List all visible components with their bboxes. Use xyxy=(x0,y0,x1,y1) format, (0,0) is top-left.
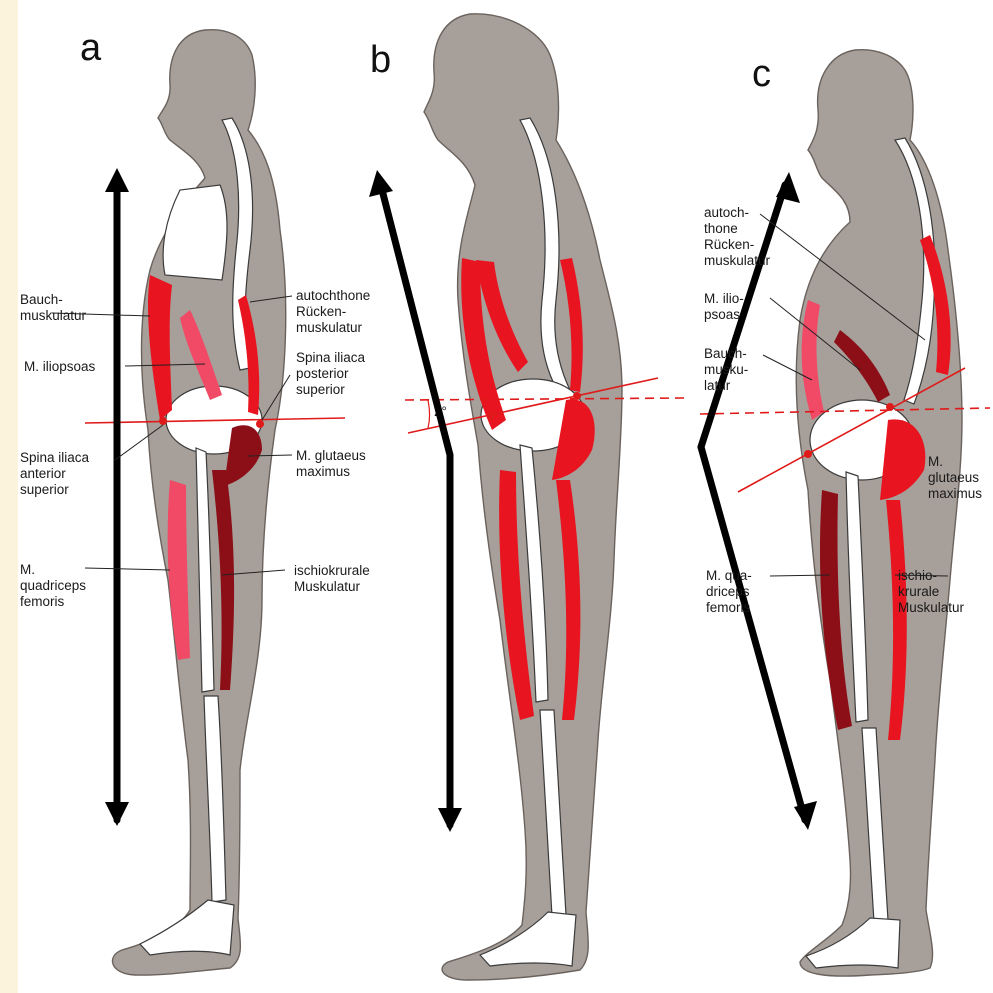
label-abdominal-a-line: muskulatur xyxy=(20,308,87,323)
asis-point-b xyxy=(487,412,495,420)
asis-point-a xyxy=(159,417,167,425)
label-hamstrings-c-line: krurale xyxy=(898,584,939,599)
label-glute-a-line: M. glutaeus xyxy=(296,448,366,463)
label-abdominal-c-line: Bauch- xyxy=(704,346,747,361)
psis-point-c xyxy=(886,403,894,411)
label-back-c-line: autoch- xyxy=(704,205,749,220)
label-hamstrings-a-line: Muskulatur xyxy=(294,579,361,594)
label-asis-a-line: anterior xyxy=(20,466,66,481)
label-quadriceps-a-line: quadriceps xyxy=(20,578,86,593)
label-back-a-line: autochthone xyxy=(296,288,370,303)
label-iliopsoas-c-line: M. ilio- xyxy=(704,291,744,306)
label-quadriceps-c-line: driceps xyxy=(706,584,750,599)
label-iliopsoas-a-line: M. iliopsoas xyxy=(24,359,96,374)
label-back-c-line: muskulatur xyxy=(704,253,771,268)
label-abdominal-a-line: Bauch- xyxy=(20,292,63,307)
panel-letter-b: b xyxy=(370,39,391,81)
label-back-a-line: muskulatur xyxy=(296,320,363,335)
panel-letter-c: c xyxy=(752,53,771,95)
asis-point-c xyxy=(804,450,812,458)
label-quadriceps-a-line: M. xyxy=(20,562,35,577)
label-back-a-line: Rücken- xyxy=(296,304,346,319)
label-iliopsoas-c: M. ilio-psoas xyxy=(704,291,744,322)
label-psis-a-line: superior xyxy=(296,382,345,397)
label-glute-c-line: glutaeus xyxy=(928,470,979,485)
psis-point-a xyxy=(256,420,264,428)
label-psis-a-line: Spina iliaca xyxy=(296,350,366,365)
label-hamstrings-a-line: ischiokrurale xyxy=(294,563,370,578)
label-iliopsoas-c-line: psoas xyxy=(704,307,740,322)
label-quadriceps-c-line: M. qua- xyxy=(706,568,752,583)
label-asis-a-line: superior xyxy=(20,482,69,497)
label-back-c-line: Rücken- xyxy=(704,237,754,252)
psis-point-b xyxy=(573,392,581,400)
label-hamstrings-c-line: Muskulatur xyxy=(898,600,965,615)
label-abdominal-c-line: latur xyxy=(704,378,731,393)
label-abdominal-c-line: musku- xyxy=(704,362,748,377)
label-back-c-line: thone xyxy=(704,221,738,236)
label-quadriceps-c-line: femoris xyxy=(706,600,751,615)
label-psis-a-line: posterior xyxy=(296,366,349,381)
label-glute-a-line: maximus xyxy=(296,464,350,479)
label-quadriceps-a-line: femoris xyxy=(20,594,65,609)
label-iliopsoas-a: M. iliopsoas xyxy=(24,359,96,374)
label-glute-c-line: maximus xyxy=(928,486,982,501)
panel-letter-a: a xyxy=(80,27,102,69)
label-glute-c-line: M. xyxy=(928,454,943,469)
label-asis-a-line: Spina iliaca xyxy=(20,450,90,465)
label-hamstrings-c-line: ischio- xyxy=(898,568,937,583)
